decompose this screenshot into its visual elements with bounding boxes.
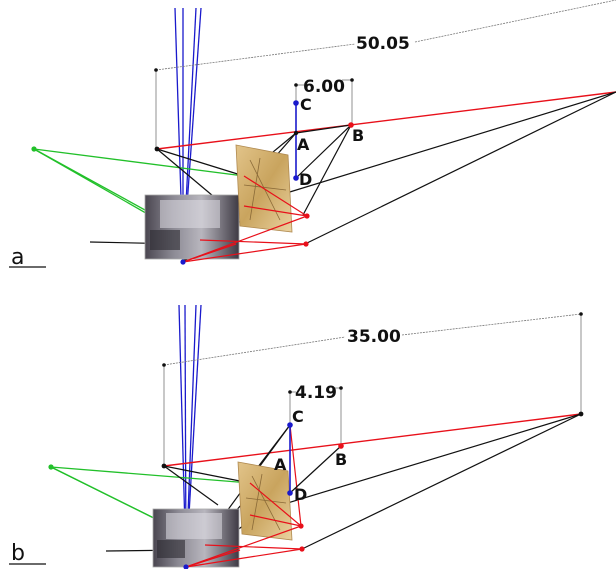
point-label-a-a: A (297, 135, 310, 154)
red-rays (182, 175, 308, 263)
photo-left-b (152, 508, 240, 568)
red-baseline-ray (156, 91, 616, 150)
dimension-lines (163, 313, 582, 466)
red-rays (185, 424, 303, 568)
photo-right-b (237, 461, 293, 541)
points-a (31, 100, 354, 265)
point-label-c-b: C (292, 407, 304, 426)
dimension-lines (155, 0, 616, 148)
dimension-baseline-label-a: 50.05 (356, 34, 410, 54)
dimension-ac-label-b: 4.19 (295, 383, 337, 403)
panel-label-b: b (11, 541, 25, 566)
dimension-ac-label-a: 6.00 (303, 77, 345, 97)
point-label-a-b: A (274, 455, 287, 474)
panel-a: 50.05 6.00 C A B D a (9, 0, 616, 270)
point-label-b-a: B (352, 126, 364, 145)
panel-b: 35.00 4.19 C A B D b (9, 304, 584, 569)
point-label-b-b: B (335, 450, 347, 469)
dimension-baseline-label-b: 35.00 (347, 327, 401, 347)
red-baseline-ray (163, 413, 582, 467)
photo-left-a (144, 194, 240, 260)
points-b (48, 411, 584, 569)
point-label-d-b: D (294, 485, 307, 504)
panel-label-a: a (11, 245, 24, 270)
point-label-c-a: C (300, 95, 312, 114)
point-label-d-a: D (299, 170, 312, 189)
